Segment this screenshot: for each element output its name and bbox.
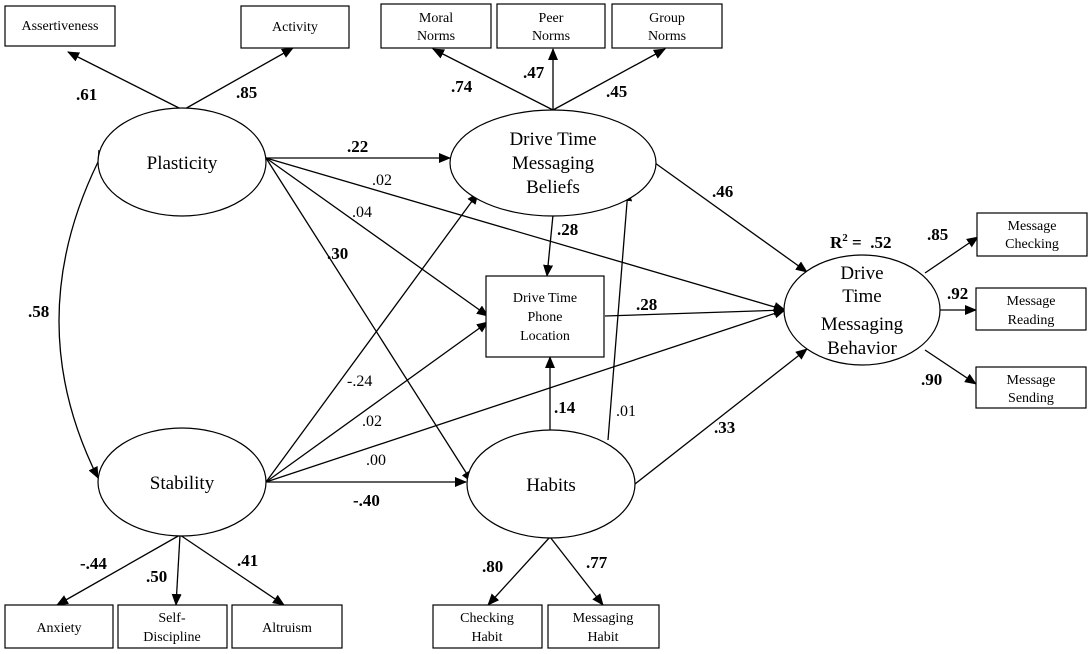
box-activity: [240, 5, 350, 49]
coef-stability-behavior: .00: [366, 452, 386, 469]
box-assertiveness: [4, 5, 116, 47]
coef-plasticity-habits: .30: [327, 244, 348, 263]
edge-stability-altruism: [179, 534, 285, 606]
coef-assertiveness: .61: [76, 85, 97, 104]
edge-plasticity-habits: [265, 157, 473, 483]
ellipse-beliefs: [449, 109, 657, 217]
edge-beliefs-group: [552, 48, 666, 111]
edge-beliefs-phone: [543, 214, 554, 277]
edge-phone-behavior: [604, 305, 786, 317]
coef-habits-beliefs: .01: [616, 403, 636, 420]
box-anxiety: [4, 604, 114, 649]
coef-beliefs-phone: .28: [557, 220, 578, 239]
edge-habits-checking: [487, 536, 551, 606]
box-group-norms: [611, 3, 723, 49]
coef-message-reading: .92: [947, 284, 968, 303]
box-message-sending: [975, 366, 1087, 409]
coef-habits-phone: .14: [554, 398, 576, 417]
coef-phone-behavior: .28: [636, 295, 657, 314]
box-peer-norms: [496, 3, 606, 49]
edge-behavior-sending: [924, 349, 977, 385]
edge-stability-behavior: [265, 308, 786, 483]
ellipse-habits: [466, 429, 636, 539]
edge-habits-beliefs: [607, 189, 633, 441]
edge-covariance-plasticity-stability: [58, 149, 108, 479]
box-self-discipline: [117, 604, 228, 649]
label-anxiety: Anxiety: [36, 621, 81, 636]
edge-plasticity-behavior: [265, 157, 786, 312]
edge-stability-selfdisc: [171, 534, 182, 606]
edge-plasticity-phone: [265, 157, 489, 317]
box-message-checking: [976, 212, 1088, 257]
ellipse-behavior: [783, 254, 941, 366]
coef-activity: .85: [236, 83, 257, 102]
label-stability: Stability: [150, 473, 215, 494]
coef-stability-beliefs: -.24: [347, 373, 372, 390]
label-assertiveness: Assertiveness: [22, 19, 99, 34]
coef-message-checking: .85: [927, 225, 948, 244]
edge-stability-phone: [265, 321, 489, 483]
coef-checking-habit: .80: [482, 557, 503, 576]
coef-anxiety: -.44: [80, 554, 107, 573]
box-moral-norms: [380, 3, 492, 49]
edge-behavior-checking: [924, 236, 979, 274]
r-squared-label: R2 = .52: [830, 232, 891, 252]
coef-peer-norms: .47: [523, 63, 545, 82]
box-message-reading: [975, 287, 1087, 331]
edge-stability-anxiety: [56, 534, 181, 606]
edge-beliefs-moral: [432, 48, 554, 111]
coef-message-sending: .90: [921, 370, 942, 389]
box-checking-habit: [432, 604, 543, 649]
coef-plasticity-phone: .04: [352, 204, 372, 221]
edges: [56, 47, 979, 606]
edge-plasticity-activity: [182, 47, 294, 111]
coef-altruism: .41: [237, 551, 258, 570]
edge-habits-behavior: [634, 348, 808, 485]
coef-messaging-habit: .77: [586, 553, 608, 572]
ellipse-stability: [97, 427, 267, 537]
label-habits: Habits: [526, 475, 576, 496]
label-activity: Activity: [272, 20, 318, 35]
edge-plasticity-assertiveness: [67, 51, 184, 111]
box-altruism: [231, 604, 343, 649]
coef-habits-behavior: .33: [714, 418, 735, 437]
ellipse-plasticity: [97, 107, 267, 217]
box-phone-location: [485, 275, 605, 358]
coef-beliefs-behavior: .46: [712, 182, 733, 201]
coef-stability-phone: .02: [362, 413, 382, 430]
coef-stability-habits: -.40: [353, 491, 380, 510]
coef-self-discipline: .50: [146, 567, 167, 586]
edge-stability-beliefs: [265, 192, 479, 483]
coefficients: .61 .85 .74 .47 .45 .22 .02 .04 .30 .28 …: [28, 63, 968, 586]
edge-beliefs-behavior: [654, 162, 808, 273]
coef-covariance: .58: [28, 302, 49, 321]
label-altruism: Altruism: [262, 621, 312, 636]
coef-group-norms: .45: [606, 82, 627, 101]
coef-moral-norms: .74: [451, 77, 473, 96]
edge-habits-messaging: [549, 536, 604, 606]
box-messaging-habit: [547, 604, 660, 649]
coef-plasticity-behavior: .02: [372, 172, 392, 189]
coef-plasticity-beliefs: .22: [347, 137, 368, 156]
label-plasticity: Plasticity: [147, 153, 218, 174]
label-self-discipline: Self-Discipline: [143, 611, 201, 645]
